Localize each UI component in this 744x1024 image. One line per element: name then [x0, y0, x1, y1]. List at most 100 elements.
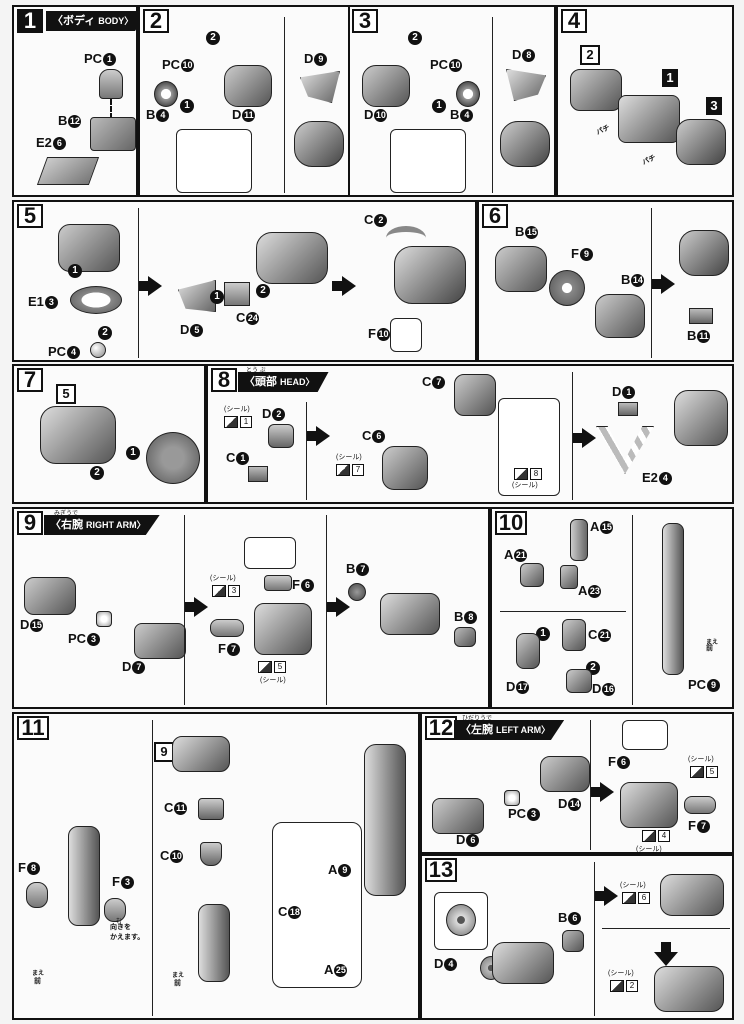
label-text: E1	[28, 294, 44, 309]
label-number: 1	[622, 386, 636, 400]
label-number: 9	[707, 679, 721, 693]
label-number: 11	[242, 109, 256, 123]
part-arm-seal-2	[654, 966, 724, 1012]
label-number: 6	[466, 834, 480, 848]
part-body-assembly	[40, 406, 116, 464]
seal-note: (シール)	[224, 406, 250, 413]
label-text: B	[146, 107, 156, 122]
step-order-2: 2	[90, 466, 104, 480]
seal-1: 1	[224, 416, 252, 428]
detail-inset	[498, 398, 560, 496]
part-f7-illustration	[210, 619, 244, 637]
part-b15-illustration	[495, 246, 547, 292]
label-text: D	[122, 659, 132, 674]
seal-note: (シール)	[636, 846, 662, 853]
part-d17-illustration	[516, 633, 540, 669]
turn-note: 向きを	[110, 924, 131, 931]
step-number: 10	[495, 511, 527, 535]
part-e1-3-illustration	[70, 286, 122, 314]
label-number: 5	[190, 324, 204, 338]
label-number: 15	[30, 619, 44, 633]
label-text: C	[236, 310, 246, 325]
part-a15-illustration	[570, 519, 588, 561]
label-text: D	[262, 406, 272, 421]
label-number: 6	[52, 137, 66, 151]
part-body-final	[394, 246, 466, 304]
part-d11-illustration	[224, 65, 272, 107]
part-d16-illustration	[566, 669, 592, 693]
label-text: B	[58, 113, 68, 128]
divider	[184, 515, 185, 705]
label-number: 7	[696, 820, 710, 834]
label-text: PC	[688, 677, 707, 692]
step-4-panel: 4 2 1 3 パチ パチ	[556, 5, 734, 197]
step-order-2: 2	[256, 284, 270, 298]
part-c6-illustration	[382, 446, 428, 490]
label-number: 6	[372, 430, 386, 444]
divider	[594, 862, 595, 1016]
step-number: 8	[211, 368, 237, 392]
ref-step-2: 2	[580, 45, 600, 65]
front-note: 前	[706, 645, 713, 652]
label-text: C	[164, 800, 174, 815]
flow-arrow	[326, 597, 350, 617]
step-number: 11	[17, 716, 49, 740]
seal-icon	[514, 468, 528, 480]
front-ruby: まえ	[32, 971, 45, 977]
label-text: E2	[642, 470, 658, 485]
divider	[602, 928, 730, 929]
flow-arrow	[138, 276, 162, 296]
part-c7-illustration	[454, 374, 496, 416]
seal-icon	[224, 416, 238, 428]
part-pc3-illustration	[504, 790, 520, 806]
section-title-en: BODY〉	[98, 16, 134, 26]
label-number: 15	[600, 521, 614, 535]
label-text: B	[515, 224, 525, 239]
label-text: D	[232, 107, 242, 122]
label-text: F	[368, 326, 376, 341]
label-number: 7	[432, 376, 446, 390]
step-order-1: 1	[432, 99, 446, 113]
seal-number: 1	[240, 416, 252, 428]
detail-inset	[622, 720, 668, 750]
section-title-jp: 〈右腕	[50, 519, 83, 531]
snap-note: パチ	[641, 154, 658, 167]
label-text: D	[592, 681, 602, 696]
label-text: A	[324, 962, 334, 977]
label-number: 10	[181, 59, 195, 73]
flow-arrow	[651, 274, 675, 294]
divider	[326, 515, 327, 705]
section-title-jp: 〈頭部	[244, 376, 277, 388]
step-number: 1	[17, 9, 43, 33]
ref-step-1: 1	[662, 69, 678, 87]
label-text: F	[112, 874, 120, 889]
seal-number: 5	[706, 766, 718, 778]
flow-arrow	[332, 276, 356, 296]
divider	[306, 402, 307, 500]
divider	[500, 611, 626, 612]
seal-number: 5	[274, 661, 286, 673]
flow-arrow	[306, 426, 330, 446]
label-text: C	[278, 904, 288, 919]
